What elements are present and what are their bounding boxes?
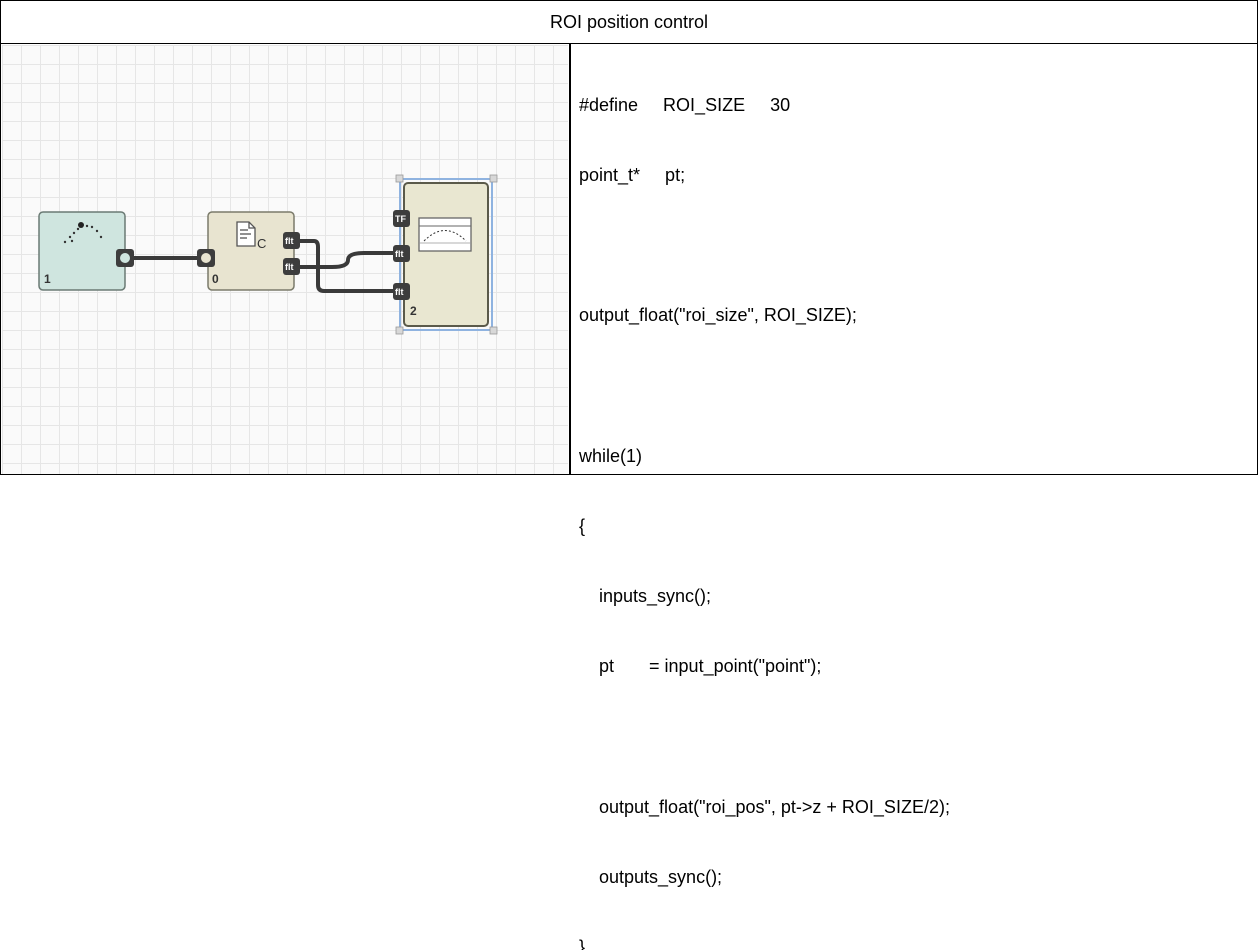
graph-display-icon — [418, 217, 472, 252]
port-label: flt — [285, 236, 294, 246]
code-line: inputs_sync(); — [579, 586, 712, 607]
code-line: output_float("roi_pos", pt->z + ROI_SIZE… — [579, 796, 950, 817]
output-port-point[interactable] — [116, 249, 134, 267]
scope-node[interactable]: 2 TF flt flt — [393, 174, 498, 335]
node-id-label: 1 — [44, 272, 51, 286]
code-line: point_t* pt; — [579, 165, 686, 186]
node-graph-canvas[interactable]: 1 C 0 — [2, 45, 568, 474]
node-id-label: 2 — [410, 304, 417, 318]
wire-flt2-to-scope — [299, 251, 404, 269]
code-line — [579, 234, 1249, 257]
code-listing: #define ROI_SIZE 30 point_t* pt; output_… — [579, 47, 1249, 950]
code-line: output_float("roi_size", ROI_SIZE); — [579, 305, 857, 326]
code-line: while(1) — [579, 445, 643, 466]
c-script-node[interactable]: C 0 flt flt — [197, 211, 300, 291]
input-port-tf[interactable]: TF — [393, 210, 410, 227]
node-graph-svg[interactable]: 1 C 0 — [2, 45, 568, 474]
svg-text:C: C — [257, 236, 266, 251]
input-port-flt-1[interactable]: flt — [393, 245, 410, 262]
code-line: pt = input_point("point"); — [579, 656, 822, 677]
code-line: } — [579, 937, 586, 950]
scatter-plot-icon — [63, 222, 103, 244]
port-label: flt — [395, 249, 404, 259]
input-port-point[interactable] — [197, 249, 215, 267]
output-port-flt-1[interactable]: flt — [283, 232, 300, 249]
panel-divider — [569, 44, 571, 474]
port-label: flt — [395, 287, 404, 297]
output-port-flt-2[interactable]: flt — [283, 258, 300, 275]
input-port-flt-2[interactable]: flt — [393, 283, 410, 300]
port-label: TF — [395, 214, 406, 224]
code-line: outputs_sync(); — [579, 867, 723, 888]
code-line — [579, 726, 1249, 749]
port-label: flt — [285, 262, 294, 272]
figure-title: ROI position control — [1, 1, 1257, 44]
point-source-node[interactable]: 1 — [38, 211, 134, 291]
code-line: { — [579, 516, 586, 537]
code-line: #define ROI_SIZE 30 — [579, 94, 791, 115]
node-id-label: 0 — [212, 272, 219, 286]
c-script-icon: C — [236, 221, 266, 251]
code-line — [579, 375, 1249, 398]
